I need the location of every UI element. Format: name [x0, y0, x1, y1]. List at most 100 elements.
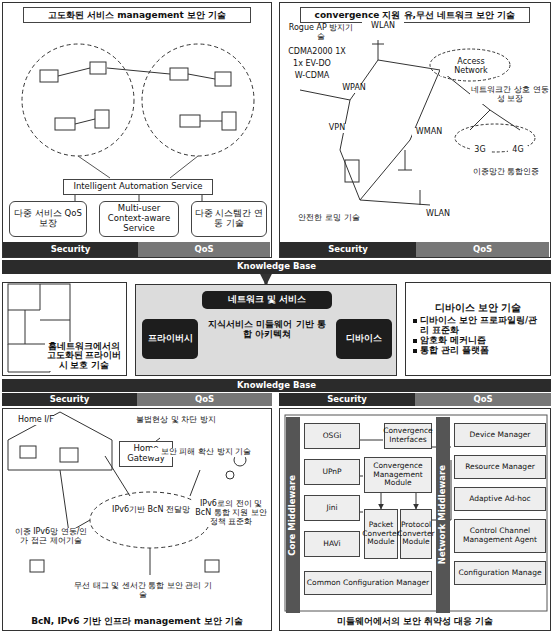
module-box: HAVi [304, 531, 360, 557]
bullet-item: 암호화 메커니즘 [412, 336, 486, 346]
illustration-label: 4G [508, 146, 528, 155]
node-label: 디바이스 [346, 334, 382, 344]
module-box: Convergence Management Module [364, 457, 432, 493]
node-label: 지식서비스 미들웨어 기반 통합 아키텍쳐 [204, 319, 330, 340]
module-box: Packet Converter Module [364, 509, 398, 559]
node-label: Protocol Converter Module [397, 521, 434, 547]
node-label: Intelligent Automation Service [73, 182, 202, 192]
illustration-label: 이종 IPv6망 연동/인가 접근 제어기술 [12, 528, 90, 546]
layer-bar: Network Middleware [436, 417, 450, 613]
bullet-item: 디바이스 보안 프로파일링/관리 표준화 [412, 316, 544, 336]
node-label: Adaptive Ad-hoc [469, 495, 531, 504]
module-box: Configuration Manage [454, 561, 546, 585]
module-box: Common Configuration Manager [304, 571, 432, 595]
illustration-label: 보안 피해 확산 방지 기술 [150, 448, 262, 457]
band: QoS [416, 242, 549, 257]
node-label: Security [50, 395, 90, 405]
band: QoS [138, 242, 270, 257]
node-label: Security [328, 245, 368, 255]
panel: 미들웨어에서의 보안 취약성 대응 기술 Core Middleware Netwo… [279, 408, 551, 631]
node-label: 네트워크 및 서비스 [228, 295, 306, 305]
band: Knowledge Base [2, 260, 551, 274]
module-box: Adaptive Ad-hoc [454, 487, 546, 511]
node-label: Control Channel Management Agent [456, 527, 544, 544]
process-box: 다중 서비스 QoS 보장 [9, 201, 87, 237]
band: Security [280, 242, 416, 257]
node-label: Convergence Interfaces [383, 427, 432, 444]
node-label: Security [327, 395, 367, 405]
module-box: Resource Manager [454, 455, 546, 479]
node-label: HAVi [323, 540, 340, 549]
module-box: Protocol Converter Module [400, 509, 432, 559]
module-box: 네트워크 및 서비스 [202, 291, 332, 309]
module-box: OSGi [304, 423, 360, 449]
band: QoS [137, 393, 272, 406]
band: Security [279, 393, 415, 406]
node-label: Knowledge Base [237, 262, 316, 272]
illustration-label: Access Network [440, 58, 502, 76]
node-label: convergence 지원 유,무선 네트워크 보안 기술 [300, 7, 530, 23]
node-label: Multi-user Context-aware Service [102, 204, 176, 233]
illustration-label: 무선 태그 및 센서간 통합 보안 관리 기술 [72, 582, 214, 600]
node-label: BcN, IPv6 기반 인프라 management 보안 기술 [13, 616, 261, 626]
process-box: Multi-user Context-aware Service [99, 201, 179, 237]
module-box: 디바이스 [336, 319, 392, 359]
node-label: 홈네트워크에서의 고도화된 프라이버시 보호 기술 [45, 342, 123, 371]
illustration-label: 안전한 로밍 기술 [290, 214, 368, 223]
node-label: Security [51, 245, 91, 255]
module-box: Convergence Interfaces [384, 423, 432, 449]
node-label: QoS [473, 245, 492, 255]
process-box: 다중 시스템간 연동 기술 [191, 201, 267, 237]
illustration-label: 이종망간 통합인증 [462, 168, 550, 177]
node-label: Common Configuration Manager [307, 579, 429, 588]
band: Knowledge Base [2, 379, 551, 392]
process-box: Intelligent Automation Service [63, 179, 213, 195]
node-label: Resource Manager [465, 463, 535, 472]
illustration-label: W-CDMA [284, 72, 340, 81]
node-label: Convergence Management Module [366, 462, 430, 488]
illustration-label: WMAN [412, 128, 446, 137]
connector [265, 274, 268, 284]
node-label: OSGi [323, 432, 342, 441]
illustration-label: 네트워크간 상호 연동성 보장 [470, 86, 550, 104]
illustration-label: IPv6로의 전이 및 BcN 통합 지원 보안 정책 표준화 [192, 500, 270, 527]
bullet-item: 통합 관리 플랫폼 [412, 346, 489, 356]
illustration-label: WLAN [420, 210, 456, 219]
node-label: 다중 시스템간 연동 기술 [194, 209, 264, 229]
illustration-label: CDMA2000 1X [284, 48, 350, 57]
band: Security [3, 242, 138, 257]
architecture-box: 지식서비스 미들웨어 기반 통합 아키텍쳐 네트워크 및 서비스프라이버시 디바이스 [135, 284, 397, 376]
node-label: Network Middleware [438, 465, 448, 564]
node-label: QoS [195, 395, 214, 405]
node-label: Jini [326, 504, 337, 513]
illustration-label: IPv6기반 BcN 전달망 [110, 506, 192, 515]
module-box: UPnP [304, 459, 360, 485]
node-label: 미들웨어에서의 보안 취약성 대응 기술 [290, 616, 540, 626]
node-label: Configuration Manage [458, 569, 541, 578]
band: Security [2, 393, 137, 406]
illustration-label: WLAN [362, 22, 404, 31]
node-label: 프라이버시 [148, 334, 193, 344]
node-label: Knowledge Base [237, 381, 316, 391]
node-label: QoS [473, 395, 492, 405]
device-box: 디바이스 보안 기술디바이스 보안 프로파일링/관리 표준화암호화 메커니즘통합… [405, 282, 551, 376]
node-label: 디바이스 보안 기술 [435, 303, 522, 314]
node-label: QoS [194, 245, 213, 255]
floorplan-box: 홈네트워크에서의 고도화된 프라이버시 보호 기술 [2, 282, 127, 376]
module-box: Control Channel Management Agent [454, 519, 546, 553]
illustration-label: VPN [324, 124, 350, 133]
illustration-label: 3G [470, 146, 490, 155]
band: QoS [415, 393, 551, 406]
module-box: Jini [304, 495, 360, 521]
panel: 고도화된 서비스 management 보안 기술 Intelligent Aut… [2, 2, 272, 258]
node-label: UPnP [322, 468, 341, 477]
connector [381, 493, 382, 509]
node-label: 고도화된 서비스 management 보안 기술 [23, 7, 251, 23]
layer-bar: Core Middleware [286, 417, 300, 613]
node-label: Packet Converter Module [362, 521, 399, 547]
connector [416, 493, 417, 509]
node-label: Device Manager [470, 431, 531, 440]
illustration-label: Home I/F [12, 416, 60, 425]
illustration-label: WPAN [336, 84, 372, 93]
node-label: 다중 서비스 QoS 보장 [12, 209, 84, 229]
